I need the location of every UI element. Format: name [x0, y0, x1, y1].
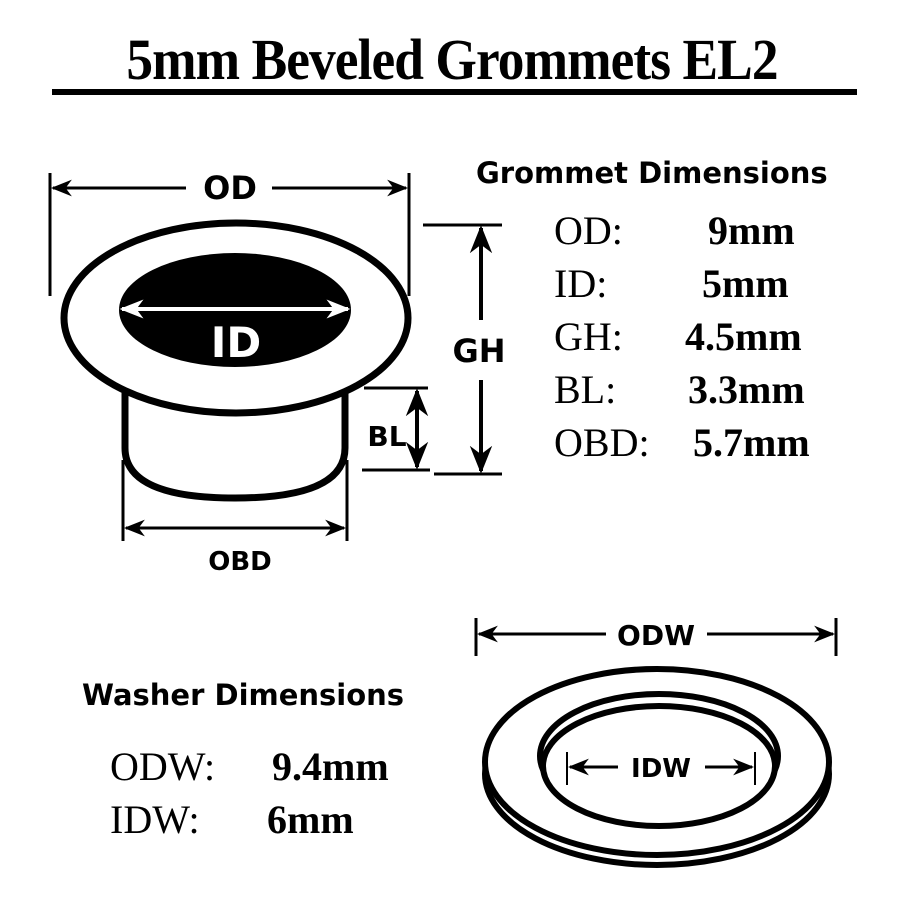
- od-label: OD: [203, 169, 257, 207]
- spec-label: ID:: [554, 261, 608, 306]
- spec-value: 9mm: [708, 208, 795, 253]
- odw-label: ODW: [617, 619, 695, 652]
- spec-label: OBD:: [554, 420, 650, 465]
- bl-label: BL: [367, 420, 406, 453]
- spec-value: 5.7mm: [693, 420, 810, 465]
- id-label: ID: [211, 318, 262, 367]
- spec-value: 9.4mm: [272, 744, 389, 789]
- grommet-drawing: ID OD GH BL OBD: [48, 169, 506, 577]
- spec-label: OD:: [554, 208, 623, 253]
- spec-value: 6mm: [267, 797, 354, 842]
- gh-label: GH: [452, 332, 505, 370]
- idw-label: IDW: [631, 754, 691, 784]
- obd-label: OBD: [208, 547, 272, 577]
- grommet-dimensions-heading: Grommet Dimensions: [476, 156, 828, 190]
- washer-dimensions-heading: Washer Dimensions: [82, 678, 405, 712]
- grommet-barrel: [121, 390, 349, 502]
- spec-label: GH:: [554, 314, 623, 359]
- spec-label: IDW:: [110, 797, 200, 842]
- title-underline: [52, 89, 857, 95]
- spec-label: ODW:: [110, 744, 216, 789]
- page-title: 5mm Beveled Grommets EL2: [126, 27, 778, 92]
- spec-value: 5mm: [702, 261, 789, 306]
- spec-value: 4.5mm: [685, 314, 802, 359]
- washer-inner-bottom: [540, 703, 778, 829]
- washer-drawing: ODW IDW: [474, 618, 838, 868]
- spec-value: 3.3mm: [688, 367, 805, 412]
- spec-label: BL:: [554, 367, 617, 412]
